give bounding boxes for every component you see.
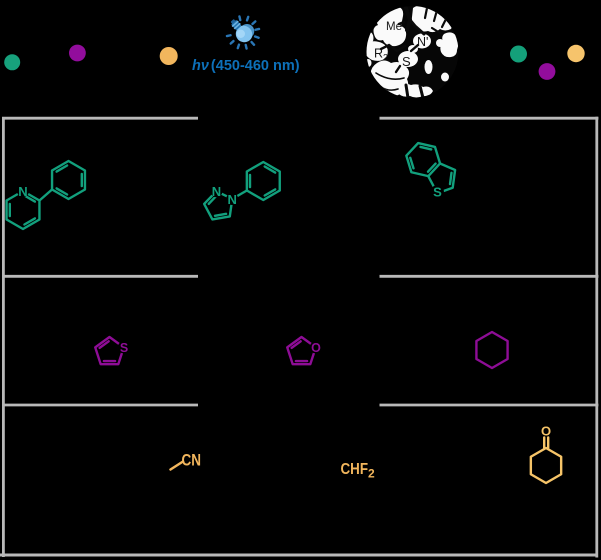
svg-text:N: N (18, 184, 27, 199)
svg-text:O: O (541, 424, 551, 439)
svg-text:N: N (228, 192, 237, 207)
svg-text:Me: Me (386, 21, 402, 33)
svg-text:2: 2 (368, 467, 375, 481)
svg-text:S: S (402, 54, 411, 69)
svg-text:N': N' (417, 35, 428, 49)
svg-text:S: S (120, 341, 128, 355)
svg-text:N: N (212, 184, 221, 199)
svg-text:CHF: CHF (341, 461, 369, 478)
svg-text:O: O (311, 341, 321, 355)
svg-text:hν(450-460 nm): hν(450-460 nm) (192, 58, 300, 74)
svg-text:CN: CN (182, 452, 202, 470)
svg-text:S: S (433, 184, 442, 199)
